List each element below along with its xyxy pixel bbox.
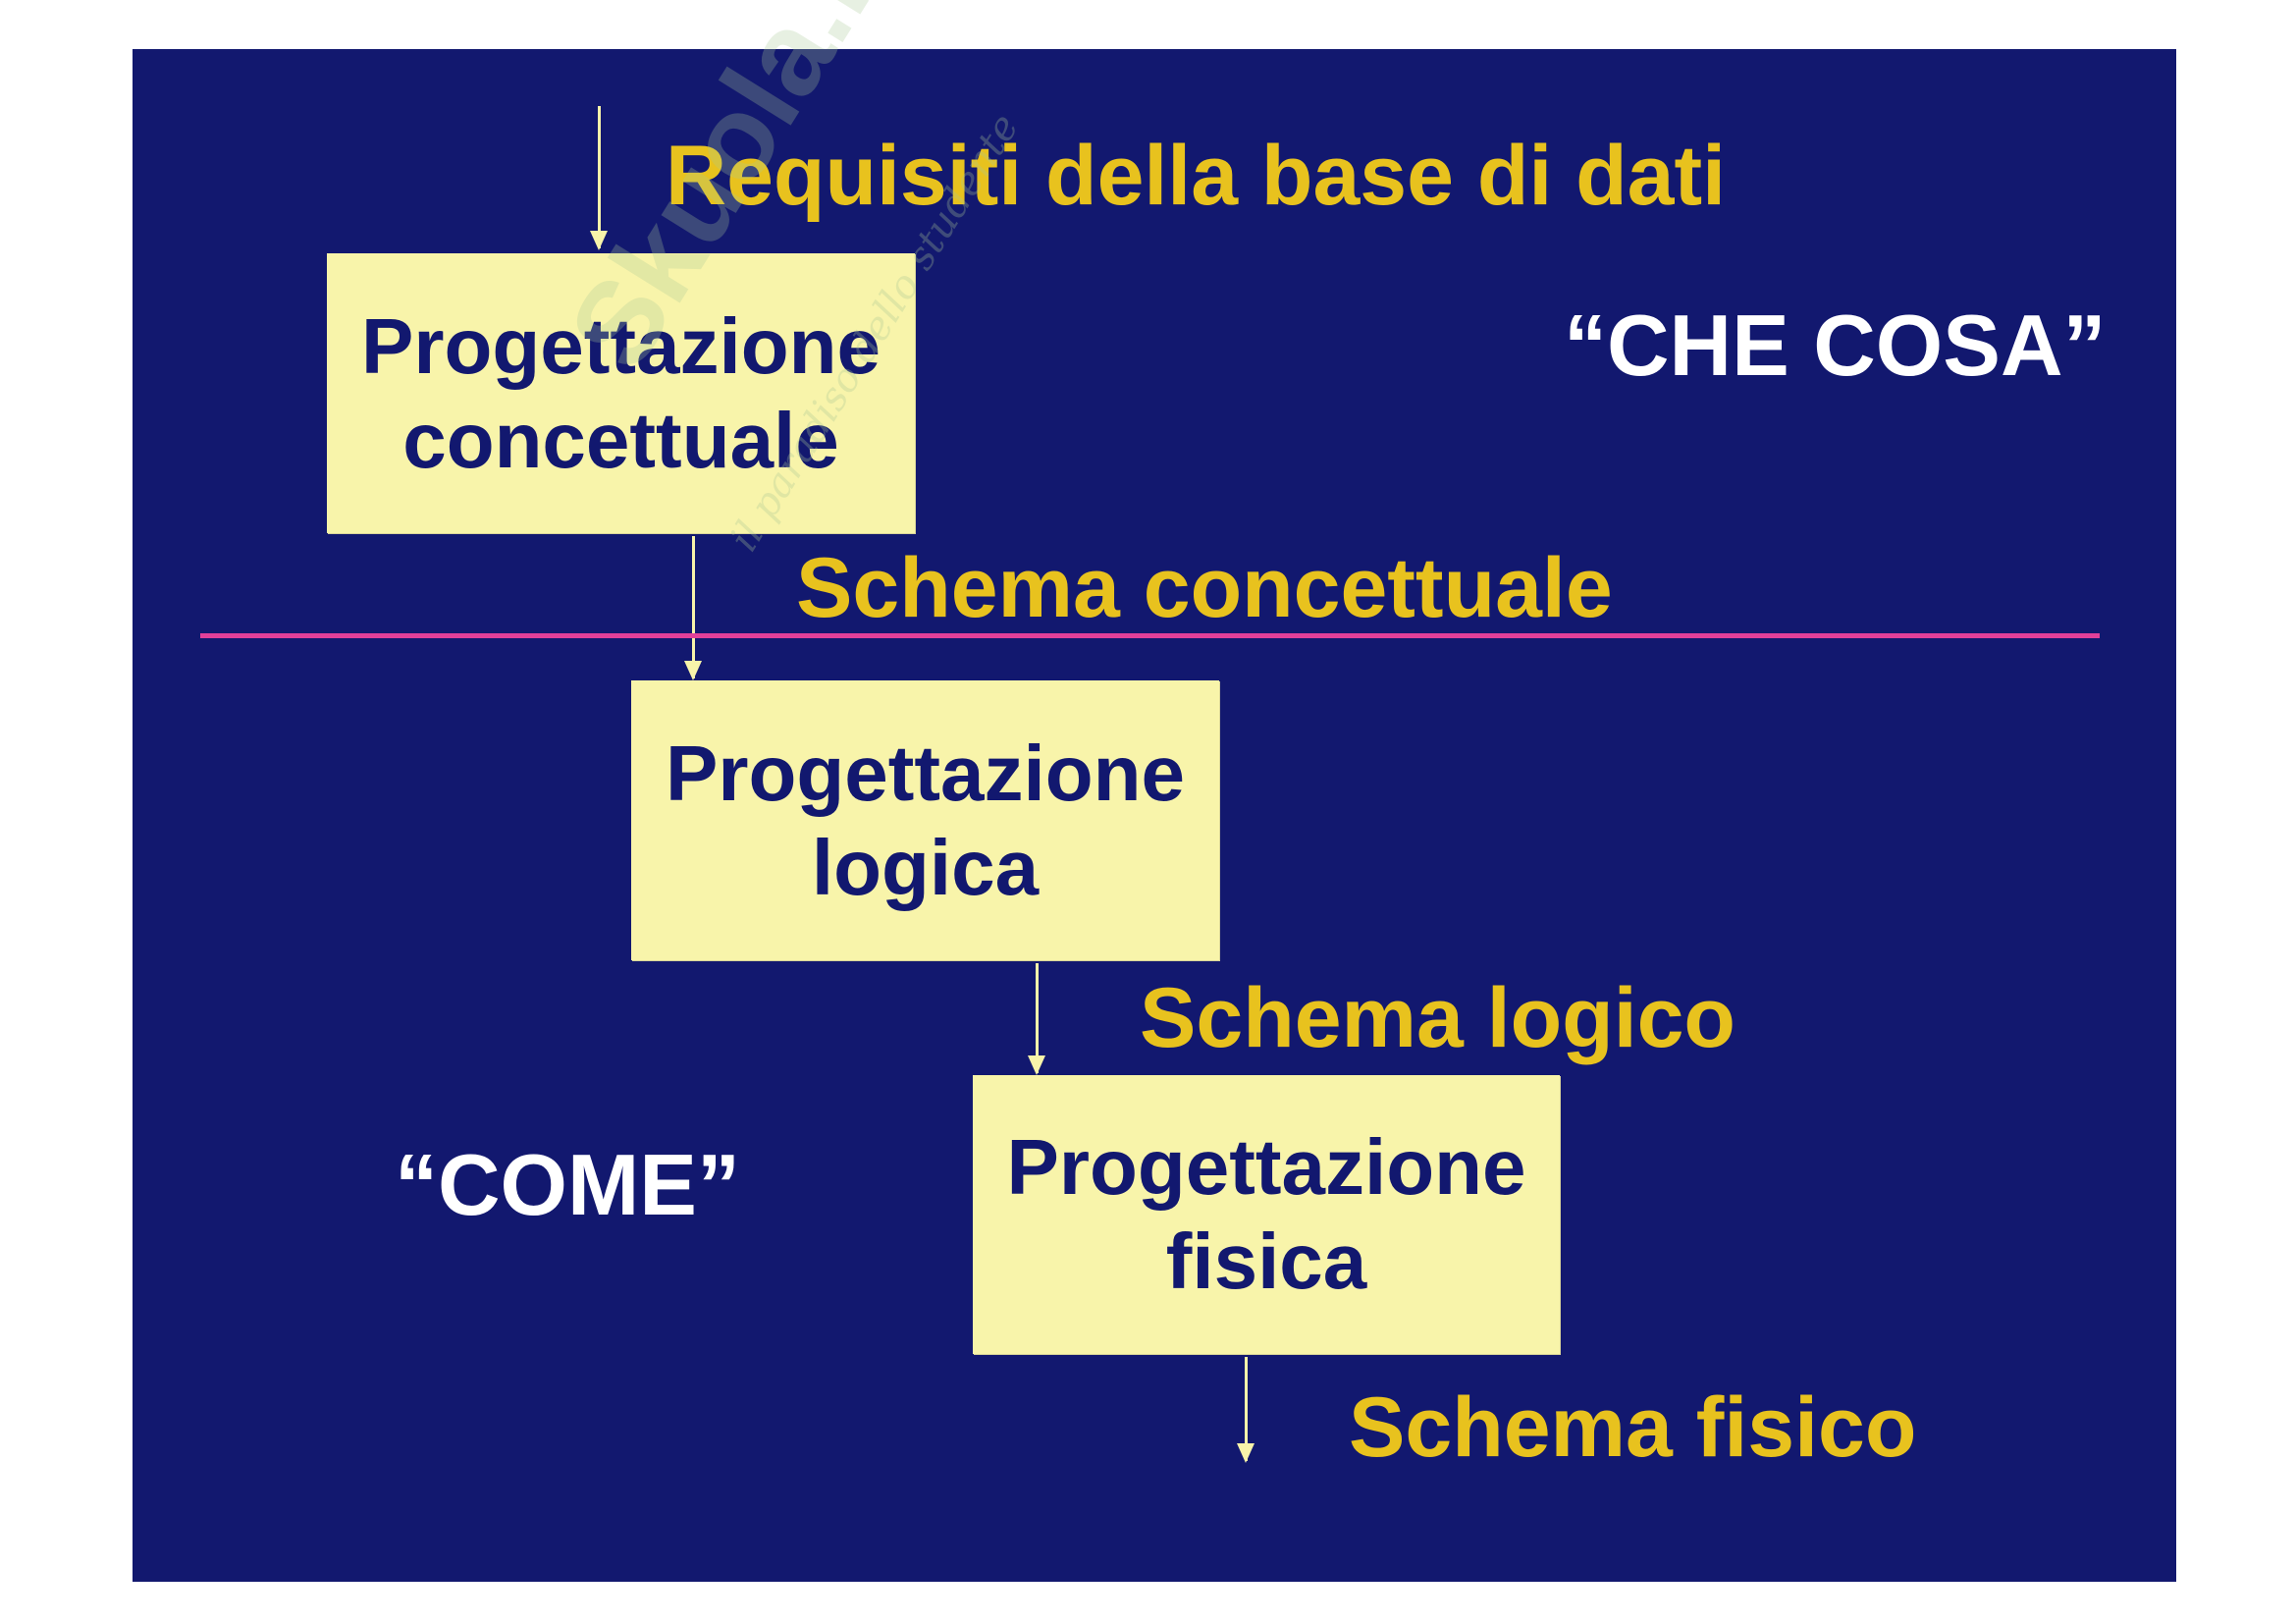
box-line1: Progettazione (1006, 1123, 1526, 1211)
arrow-logical-to-physical (1028, 963, 1045, 1075)
arrow-physical-output (1237, 1357, 1255, 1463)
logical-schema-label: Schema logico (1140, 971, 1735, 1065)
what-label: “CHE COSA” (1564, 297, 2107, 394)
arrow-requirements-to-conceptual (590, 106, 608, 250)
box-line1: Progettazione (666, 729, 1185, 817)
requirements-label: Requisiti della base di dati (666, 129, 1727, 223)
box-physical-design: Progettazione fisica (973, 1075, 1560, 1354)
box-line1: Progettazione (361, 301, 881, 390)
box-logical-design: Progettazione logica (631, 680, 1219, 960)
box-line2: concettuale (402, 396, 839, 484)
divider-line (200, 633, 2100, 638)
box-line2: fisica (1165, 1217, 1367, 1305)
box-conceptual-design: Progettazione concettuale (327, 253, 915, 533)
physical-schema-label: Schema fisico (1349, 1380, 1917, 1475)
conceptual-schema-label: Schema concettuale (796, 541, 1613, 635)
how-label: “COME” (395, 1136, 740, 1233)
arrow-conceptual-to-logical (684, 536, 702, 680)
box-line2: logica (811, 823, 1040, 911)
